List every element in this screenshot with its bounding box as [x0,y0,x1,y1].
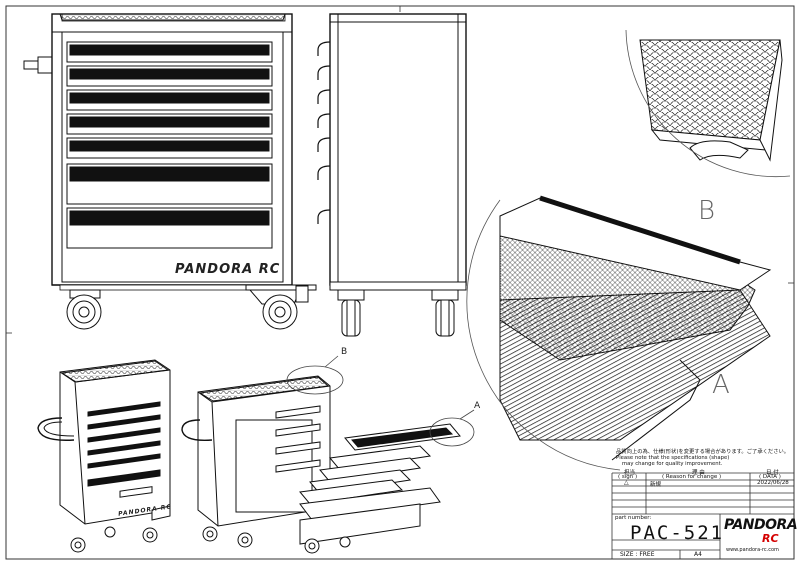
paper-size: A4 [694,551,702,558]
front-brand-text: PANDORA RC [175,262,281,277]
detail-b-label: B [698,196,716,226]
front-view [23,13,317,330]
logo-sub: RC [762,532,779,545]
iso-view-closed [37,359,171,553]
detail-a-label: A [712,370,730,400]
revision-date: 2022/06/28 [757,480,789,486]
detail-a [466,195,772,471]
logo-text: PANDORA [724,517,798,533]
col-date: ( DATA ) [759,474,781,480]
note-en-2: may change for quality improvement. [622,461,723,467]
col-date-jp: 日 付 [766,470,779,476]
col-sign-jp: 担当 [624,470,636,476]
pandora-logo: PANDORA RC www.pandora-rc.com [722,516,798,558]
revision-reason: 新規 [650,482,662,488]
col-reason-jp: 理 由 [692,470,705,476]
iso-view-open [181,375,461,554]
side-view [317,13,467,337]
callout-a [429,409,475,447]
logo-url: www.pandora-rc.com [726,547,779,553]
size-label: SIZE : FREE [620,551,655,558]
callout-b-label: B [341,347,348,357]
col-reason: ( Reason for change ) [662,474,722,480]
title-block [611,472,794,559]
callout-a-label: A [474,401,481,411]
side-caster-left [337,289,365,337]
col-sign: ( sign ) [618,474,638,480]
iso-open-drawer-rails [275,405,321,473]
pulled-out-drawers [299,423,461,545]
note-en-1: Please note that the specifications (sha… [616,455,730,461]
part-number-label: part number: [615,515,652,521]
side-handles [317,41,331,224]
side-handle-stub [23,56,53,74]
part-number: PAC-521 [630,522,725,544]
note-jp: 品質向上の為、仕様(形状)を変更する場合があります。ご了承ください。 [616,449,790,455]
callout-b [286,355,344,395]
revision-mark: △ [624,479,629,486]
detail-b [625,29,791,177]
front-caster-left [66,289,102,330]
front-caster-right [245,284,317,330]
side-caster-right [431,289,459,337]
iso-closed-drawers [87,401,161,487]
drawer-stack [66,41,273,249]
